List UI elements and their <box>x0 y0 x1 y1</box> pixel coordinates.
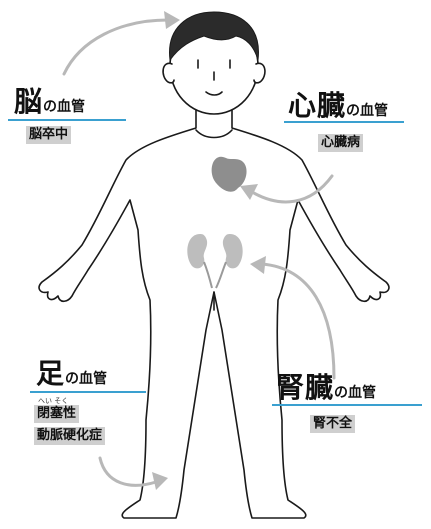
leg-tag-2: 動脈硬化症 <box>34 427 105 445</box>
kidney-tag: 腎不全 <box>310 415 355 433</box>
heart-label-small: の血管 <box>346 103 388 119</box>
leg-label-small: の血管 <box>65 371 107 387</box>
brain-tag: 脳卒中 <box>26 126 71 144</box>
leg-tag-1: 閉塞性 <box>34 405 79 423</box>
heart-label-big: 心臓 <box>288 89 346 122</box>
heart-label: 心臓の血管 <box>288 84 388 124</box>
kidney-label-small: の血管 <box>334 385 376 401</box>
brain-label-small: の血管 <box>43 99 85 115</box>
kidney-label-big: 腎臓 <box>276 371 334 404</box>
leg-label: 足の血管 <box>36 352 107 392</box>
heart-tag: 心臓病 <box>318 134 363 152</box>
kidney-label: 腎臓の血管 <box>276 366 376 406</box>
leg-label-big: 足 <box>36 357 65 390</box>
brain-label: 脳の血管 <box>14 80 85 120</box>
brain-label-big: 脳 <box>14 85 43 118</box>
brain-arrow <box>64 20 168 74</box>
brain-arrowhead <box>164 11 180 29</box>
